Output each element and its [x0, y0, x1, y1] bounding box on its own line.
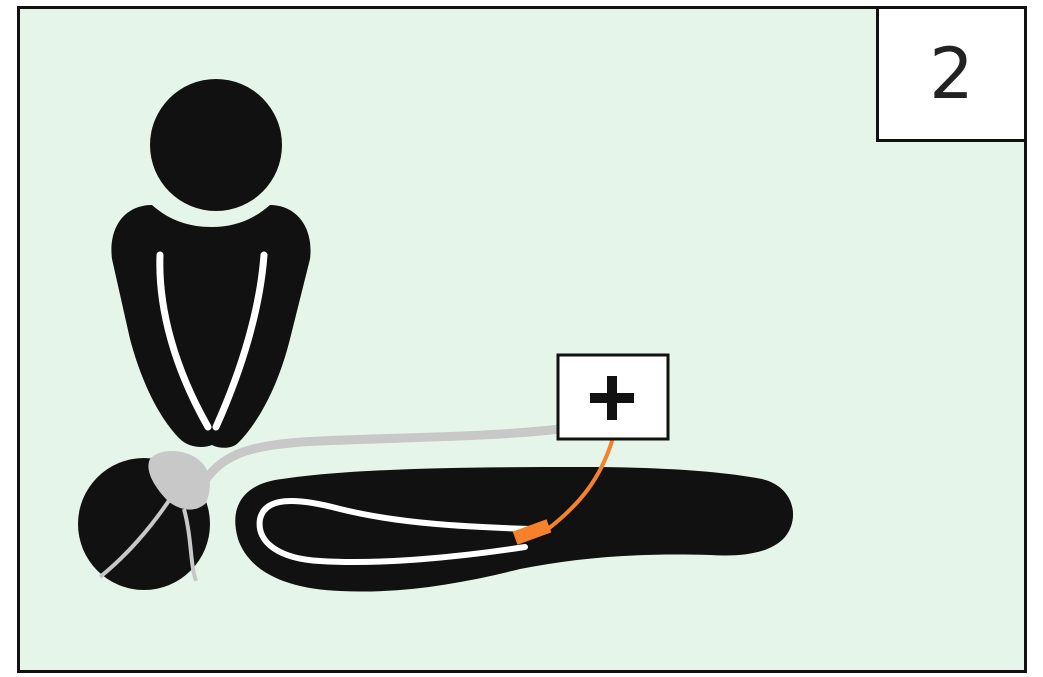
- cpr-illustration: [20, 9, 1024, 670]
- rescuer-head: [150, 79, 282, 211]
- instruction-panel: 2: [17, 6, 1027, 673]
- device-box: [558, 355, 668, 439]
- rescuer-figure: [111, 79, 310, 448]
- step-number: 2: [929, 39, 974, 109]
- rescuer-torso: [111, 205, 310, 448]
- step-number-box: 2: [876, 6, 1027, 142]
